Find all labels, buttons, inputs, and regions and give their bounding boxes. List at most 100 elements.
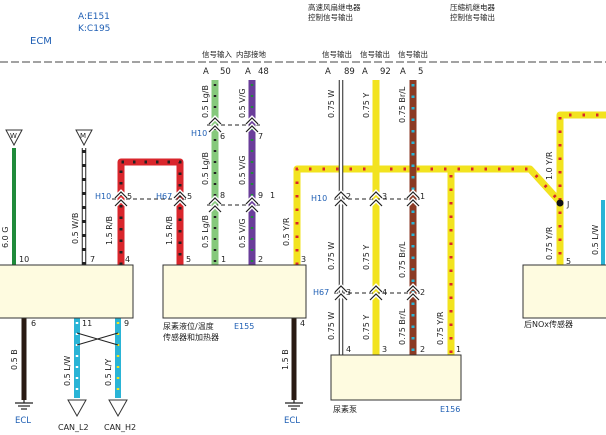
connector-chevron — [369, 285, 383, 293]
ecm-pin-number: 48 — [258, 67, 269, 77]
pin-number: 5 — [127, 192, 132, 201]
pin-number: 2 — [420, 345, 425, 354]
connector-chevron — [208, 197, 222, 205]
pin-number: 9 — [124, 319, 129, 328]
connector-h10-label: H10 — [191, 129, 207, 138]
ecm-left-box — [0, 264, 134, 319]
header-internal-ground: 内部接地 — [236, 49, 266, 59]
wire-label: 0.5 L/W — [63, 356, 72, 386]
wire-red-black-dots — [119, 160, 182, 265]
connector-chevron — [334, 191, 348, 199]
ecm-pin-number: 5 — [418, 67, 423, 77]
connector-chevron — [406, 293, 420, 301]
pin-number: 4 — [300, 319, 305, 328]
connector-chevron — [369, 199, 383, 207]
terminal-w-symbol — [5, 129, 23, 147]
connector-chevron — [114, 191, 128, 199]
connector-chevron — [406, 199, 420, 207]
wire-label: 6.0 G — [1, 227, 10, 248]
header-signal-output-1: 信号输出 — [322, 49, 352, 59]
can-l2-terminal — [67, 399, 87, 418]
pin-number: 1 — [221, 255, 226, 264]
nox-sensor-label: 后NOx传感器 — [524, 319, 573, 329]
pin-number: 3 — [346, 288, 351, 297]
urea-sensor-label: 尿素液位/温度 — [163, 321, 214, 331]
connector-chevron — [173, 191, 187, 199]
wire-label: 0.5 V/G — [238, 88, 247, 118]
wire-label: 0.5 Lg/B — [201, 85, 210, 118]
pin-number: 1 — [270, 191, 275, 200]
pin-number: 3 — [382, 345, 387, 354]
can-h2-label: CAN_H2 — [104, 423, 136, 432]
wire-label: 0.75 Br/L — [398, 308, 407, 345]
wire-label: 0.75 Br/L — [398, 86, 407, 123]
ecm-code-k: K:C195 — [78, 24, 110, 34]
pin-number: 2 — [258, 255, 263, 264]
ground-left-label: ECL — [15, 416, 31, 426]
ground-left-symbol — [15, 400, 33, 410]
ecm-pin-prefix: A — [325, 67, 331, 77]
nox-sensor-box — [522, 264, 606, 319]
ecm-pin-number: 50 — [220, 67, 231, 77]
wire-label: 0.75 W — [327, 312, 336, 340]
wire-label: 0.75 Y — [362, 315, 371, 340]
connector-h67-label: H67 — [313, 288, 329, 297]
wire-label: 0.75 W — [327, 90, 336, 118]
pin-number: 3 — [301, 255, 306, 264]
connector-chevron — [334, 285, 348, 293]
pin-number: 11 — [82, 319, 92, 328]
ecm-label: ECM — [30, 36, 52, 47]
ecm-pin-number: 89 — [344, 67, 355, 77]
connector-chevron — [245, 125, 259, 133]
pin-number: 3 — [382, 192, 387, 201]
header-signal-output-2: 信号输出 — [360, 49, 390, 59]
header-signal-output-3: 信号输出 — [398, 49, 428, 59]
wire-label: 0.5 Y/R — [282, 217, 291, 246]
wire-label: 0.5 L/Y — [104, 359, 113, 386]
wire-label: 0.75 Y — [362, 93, 371, 118]
pin-number: 5 — [186, 255, 191, 264]
connector-chevron — [245, 205, 259, 213]
wire-label: 0.5 W/B — [71, 213, 80, 244]
pin-number: 1 — [456, 345, 461, 354]
wire-label: 1.5 B — [281, 349, 290, 370]
connector-chevron — [369, 191, 383, 199]
pin-number: 4 — [125, 255, 130, 264]
wire-layer — [12, 80, 606, 400]
header-comp-relay-2: 控制信号输出 — [450, 12, 495, 22]
connector-chevron — [334, 293, 348, 301]
wire-label: 0.5 V/G — [238, 155, 247, 185]
pin-number: 5 — [187, 192, 192, 201]
urea-sensor-label: 传感器和加热器 — [163, 332, 219, 342]
wire-label: 0.5 V/G — [238, 218, 247, 248]
ground-right-label: ECL — [284, 416, 300, 426]
pin-number: 6 — [31, 319, 36, 328]
terminal-m-symbol — [75, 129, 93, 147]
wire-label: 0.5 Lg/B — [201, 152, 210, 185]
urea-sensor-box — [162, 264, 307, 319]
pin-number: 7 — [258, 132, 263, 141]
wire-label: 1.5 R/B — [165, 216, 174, 245]
urea-pump-box — [330, 354, 462, 401]
joint-label: J — [566, 200, 569, 209]
connector-chevron — [208, 125, 222, 133]
pin-number: 8 — [220, 191, 225, 200]
connector-chevron — [114, 199, 128, 207]
pin-number: 2 — [420, 288, 425, 297]
urea-pump-label: 尿素泵 — [333, 404, 357, 414]
urea-sensor-code: E155 — [234, 322, 254, 331]
pin-number: 4 — [382, 288, 387, 297]
ecm-pin-prefix: A — [362, 67, 368, 77]
wire-label: 0.75 Br/L — [398, 241, 407, 278]
wire-red-black — [117, 158, 184, 265]
wire-label: 1.0 Y/R — [545, 151, 554, 180]
ecm-pin-prefix: A — [400, 67, 406, 77]
twisted-pair-symbol — [76, 332, 119, 346]
header-signal-input: 信号输入 — [202, 49, 232, 59]
connector-chevron — [369, 293, 383, 301]
terminal-w-label: W — [10, 132, 17, 140]
wire-label: 0.75 W — [327, 242, 336, 270]
wire-label: 0.75 Y/R — [545, 226, 554, 260]
connector-chevron — [173, 199, 187, 207]
header-fan-relay-1: 高速风扇继电器 — [308, 2, 361, 12]
